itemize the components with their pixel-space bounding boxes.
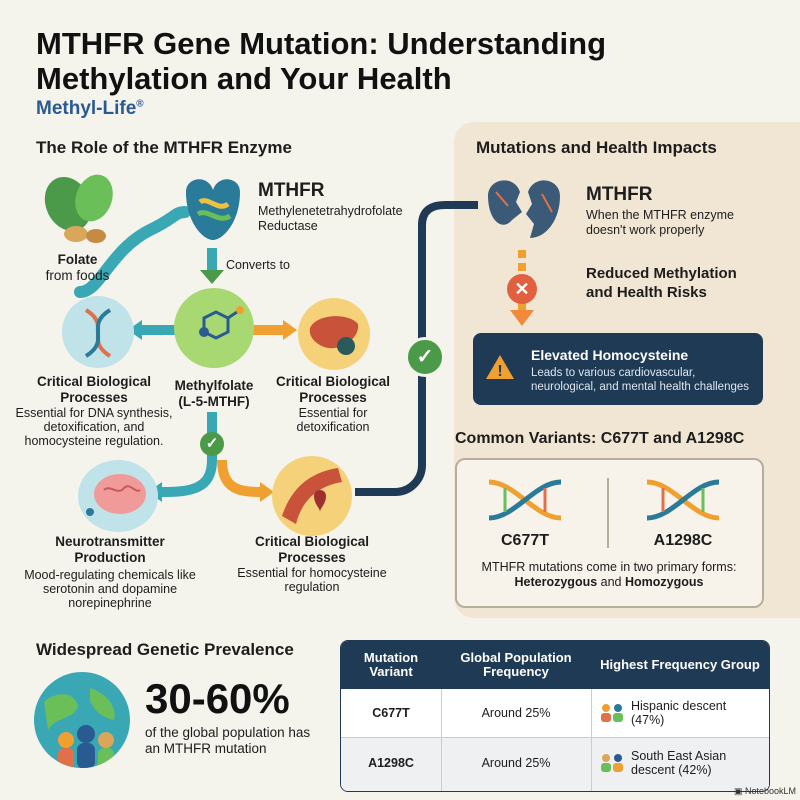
enzyme-icon [178, 172, 248, 244]
variant-c677t: C677T [500, 532, 550, 549]
neuro-connector [159, 412, 217, 497]
broken-enzyme-icon [482, 172, 566, 250]
bottom-process: Critical Biological Processes Essential … [232, 534, 392, 594]
impact-arrow [510, 310, 534, 326]
blood-arrow [260, 482, 274, 502]
table-header-group: Highest Frequency Group [591, 641, 769, 689]
variants-note-prefix: MTHFR mutations come in two primary form… [481, 560, 737, 574]
right-arrow [283, 320, 297, 340]
converts-label: Converts to [226, 258, 290, 272]
impact-mthfr-name: MTHFR [586, 184, 653, 205]
row-variant: A1298C [368, 756, 414, 770]
brand-text: Methyl-Life [36, 98, 137, 119]
blood-vessel-icon [272, 456, 352, 536]
left-process-desc: Essential for DNA synthesis, detoxificat… [15, 406, 173, 448]
mthfr-name: MTHFR [258, 180, 325, 201]
dna-icon [485, 472, 565, 528]
row-divider [341, 737, 769, 738]
dna-icon [62, 296, 134, 368]
dna-icon [643, 472, 723, 528]
bottom-process-title: Critical Biological Processes [254, 534, 370, 565]
neuro-process: Neurotransmitter Production Mood-regulat… [20, 534, 200, 610]
prevalence-heading: Widespread Genetic Prevalence [36, 640, 294, 659]
form-heterozygous: Heterozygous [514, 575, 598, 589]
col-divider [441, 689, 442, 791]
table-header-variant: Mutation Variant [341, 641, 441, 689]
table-row [341, 738, 769, 791]
variants-and: and [600, 575, 622, 589]
people-icon [599, 701, 625, 728]
row-group: Hispanic descent (47%) [631, 699, 727, 727]
alert-desc: Leads to various cardiovascular, neurolo… [531, 367, 750, 393]
frequency-table: Mutation Variant Global Population Frequ… [340, 640, 770, 792]
methylfolate-label: Methylfolate (L-5-MTHF) [174, 378, 254, 409]
alert-title: Elevated Homocysteine [531, 347, 689, 363]
row-variant: C677T [372, 706, 410, 720]
folate-label: Folate [57, 252, 98, 267]
people-icon [599, 751, 625, 778]
folate-connector [74, 206, 191, 298]
x-icon: ✕ [507, 274, 537, 304]
variants-divider [607, 478, 609, 548]
convert-arrow [200, 270, 224, 284]
footer-credit-text: NotebookLM [745, 786, 797, 796]
table-header-frequency: Global Population Frequency [441, 641, 591, 689]
check-icon: ✓ [405, 337, 445, 377]
variant-a1298c: A1298C [653, 532, 713, 549]
brand-name: Methyl-Life® [36, 98, 144, 120]
impacts-heading: Mutations and Health Impacts [476, 138, 717, 157]
reduced-methylation: Reduced Methylation and Health Risks [586, 265, 737, 301]
bottom-process-desc: Essential for homocysteine regulation [237, 566, 387, 594]
variants-heading: Common Variants: C677T and A1298C [455, 430, 745, 447]
variants-note: MTHFR mutations come in two primary form… [465, 560, 753, 590]
left-process-title: Critical Biological Processes [36, 374, 152, 405]
row-group: South East Asian descent (42%) [631, 749, 727, 777]
left-arrow [128, 320, 142, 340]
prevalence-stat: 30-60% [145, 675, 290, 722]
blood-connector [217, 459, 263, 497]
check-icon: ✓ [200, 432, 224, 456]
right-process-desc: Essential for detoxification [296, 406, 370, 434]
brain-icon [78, 460, 158, 532]
leaf-icon [38, 168, 118, 248]
prevalence-desc: of the global population has an MTHFR mu… [145, 725, 311, 756]
page-title: MTHFR Gene Mutation: Understanding Methy… [36, 26, 607, 96]
folate-sub: from foods [45, 268, 110, 283]
mthfr-desc: Methylenetetrahydrofolate Reductase [258, 204, 403, 233]
col-divider [591, 689, 592, 791]
right-process-title: Critical Biological Processes [275, 374, 391, 405]
globe-icon [34, 672, 130, 768]
footer-credit: ▣ NotebookLM [734, 786, 797, 796]
neuro-desc: Mood-regulating chemicals like serotonin… [24, 568, 196, 610]
folate-label-group: Folate from foods [20, 252, 135, 284]
brand-mark: ® [136, 98, 144, 110]
molecule-icon [174, 288, 254, 368]
role-heading: The Role of the MTHFR Enzyme [36, 138, 292, 157]
liver-icon [298, 298, 370, 370]
variants-card: C677T A1298C MTHFR mutations come in two… [455, 458, 764, 608]
table-row [341, 689, 769, 737]
impact-mthfr-desc: When the MTHFR enzyme doesn't work prope… [586, 208, 734, 237]
row-frequency: Around 25% [481, 756, 551, 770]
homocysteine-alert: ! Elevated Homocysteine Leads to various… [473, 333, 763, 405]
warning-icon: ! [485, 353, 515, 386]
neuro-title: Neurotransmitter Production [55, 534, 165, 565]
row-frequency: Around 25% [481, 706, 551, 720]
right-process: Critical Biological Processes Essential … [268, 374, 398, 434]
svg-text:!: ! [497, 363, 502, 380]
left-process: Critical Biological Processes Essential … [14, 374, 174, 448]
form-homozygous: Homozygous [625, 575, 704, 589]
